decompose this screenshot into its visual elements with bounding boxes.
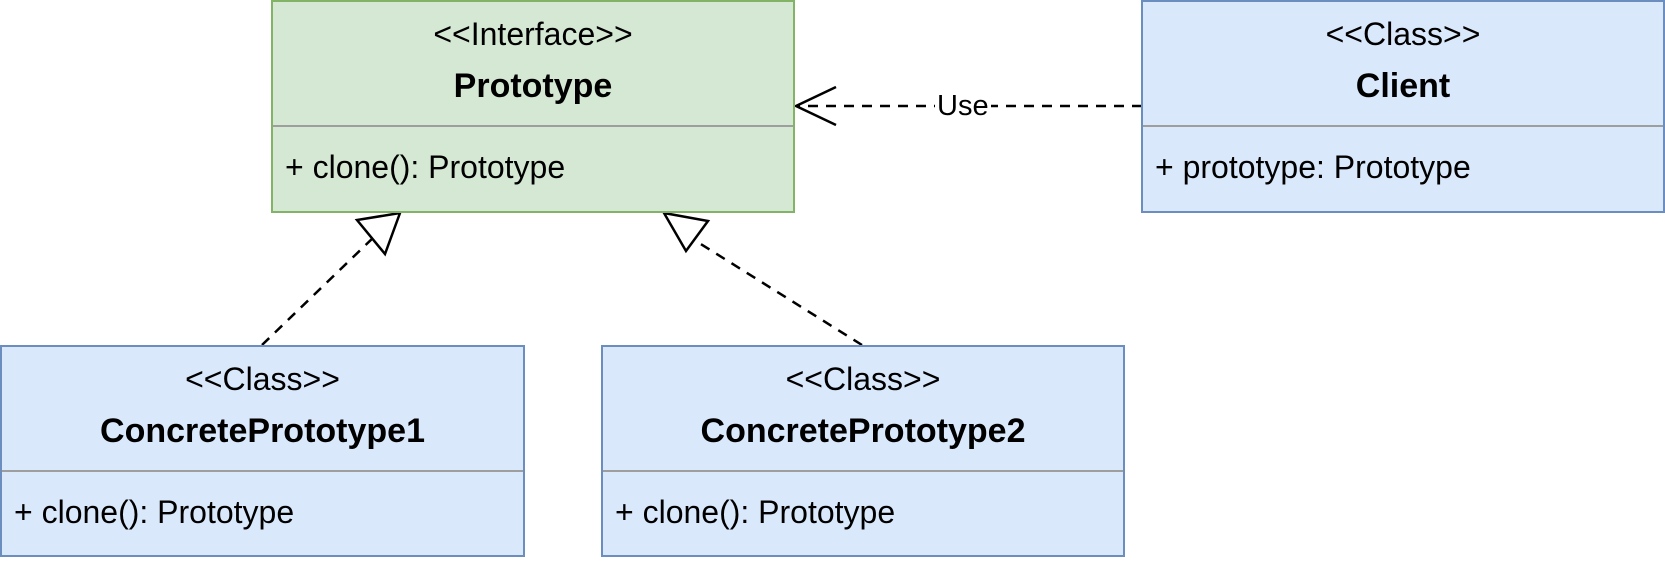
use-dependency-arrowhead <box>793 85 837 127</box>
prototype-stereotype: <<Interface>> <box>433 16 633 52</box>
client-prototype-attribute: + prototype: Prototype <box>1155 149 1471 185</box>
concrete-prototype2-stereotype: <<Class>> <box>785 361 941 397</box>
prototype-name: Prototype <box>453 67 613 105</box>
concrete-prototype1-header: <<Class>> ConcretePrototype1 <box>2 347 523 472</box>
client-name: Client <box>1355 67 1451 105</box>
concrete-prototype2-class-box[interactable]: <<Class>> ConcretePrototype2 + clone(): … <box>601 345 1125 557</box>
concrete-prototype2-name: ConcretePrototype2 <box>700 412 1026 450</box>
realization-line-concrete2 <box>687 234 863 347</box>
concrete-prototype1-clone-method: + clone(): Prototype <box>14 494 295 530</box>
realization-arrowhead-concrete2 <box>661 211 711 254</box>
client-stereotype: <<Class>> <box>1325 16 1481 52</box>
concrete-prototype2-header: <<Class>> ConcretePrototype2 <box>603 347 1123 472</box>
concrete-prototype1-class-box[interactable]: <<Class>> ConcretePrototype1 + clone(): … <box>0 345 525 557</box>
prototype-header: <<Interface>> Prototype <box>273 2 793 127</box>
prototype-interface-box[interactable]: <<Interface>> Prototype + clone(): Proto… <box>271 0 795 213</box>
client-members: + prototype: Prototype <box>1143 127 1663 208</box>
prototype-clone-method: + clone(): Prototype <box>285 149 566 185</box>
realization-arrowhead-concrete1 <box>354 211 402 257</box>
concrete-prototype1-name: ConcretePrototype1 <box>100 412 425 450</box>
concrete-prototype1-members: + clone(): Prototype <box>2 472 523 553</box>
client-class-box[interactable]: <<Class>> Client + prototype: Prototype <box>1141 0 1665 213</box>
client-header: <<Class>> Client <box>1143 2 1663 127</box>
concrete-prototype2-clone-method: + clone(): Prototype <box>615 494 896 530</box>
concrete-prototype2-members: + clone(): Prototype <box>603 472 1123 553</box>
concrete-prototype1-stereotype: <<Class>> <box>185 361 340 397</box>
realization-line-concrete1 <box>261 235 376 346</box>
use-label: Use <box>935 89 991 123</box>
prototype-members: + clone(): Prototype <box>273 127 793 208</box>
